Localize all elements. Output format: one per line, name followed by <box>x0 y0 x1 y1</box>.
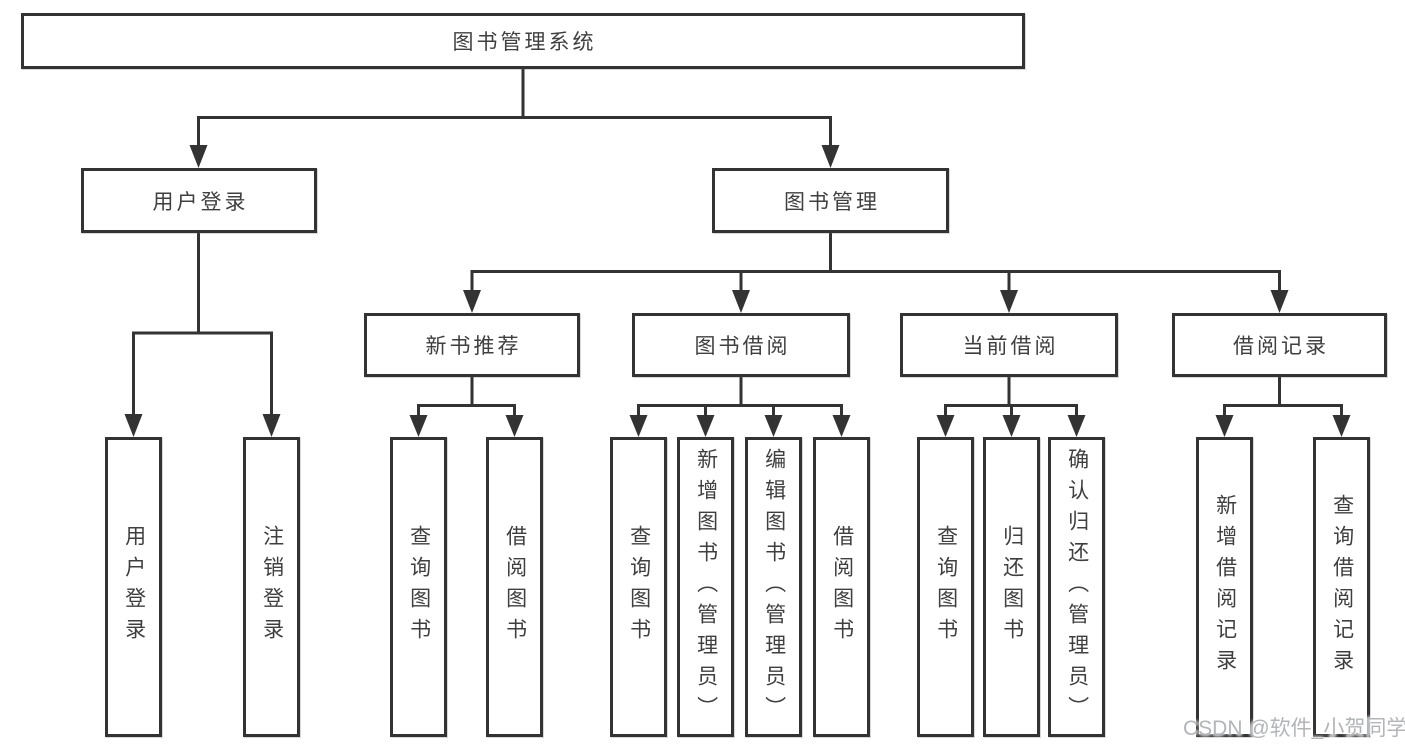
node-label: 新增借阅记录 <box>1213 494 1237 680</box>
node-bb-add-book-admin: 新增图书（管理员） <box>677 437 734 737</box>
node-cb-return-book: 归还图书 <box>983 437 1040 737</box>
connector-book-borrow-to-leaves <box>629 377 851 437</box>
node-cb-query-book: 查询图书 <box>917 437 974 737</box>
node-label: 查询图书 <box>934 525 958 649</box>
connector-current-borrow-to-leaves <box>936 377 1086 437</box>
node-bb-borrow-book: 借阅图书 <box>813 437 870 737</box>
connector-book-management-to-level3 <box>463 233 1289 313</box>
node-label: 借阅图书 <box>503 525 527 649</box>
node-bb-edit-book-admin: 编辑图书（管理员） <box>745 437 802 737</box>
connector-borrow-record-to-leaves <box>1215 377 1351 437</box>
node-ul-user-login: 用户登录 <box>105 437 162 737</box>
node-label: 确认归还（管理员） <box>1065 447 1089 727</box>
node-label: 查询图书 <box>627 525 651 649</box>
node-br-add-record: 新增借阅记录 <box>1196 437 1253 737</box>
node-user-login: 用户登录 <box>81 168 317 233</box>
node-label: 用户登录 <box>122 525 146 649</box>
node-label: 注销登录 <box>260 525 284 649</box>
node-borrow-record: 借阅记录 <box>1172 313 1387 377</box>
node-root: 图书管理系统 <box>21 13 1025 69</box>
node-current-borrow: 当前借阅 <box>900 313 1118 377</box>
node-bb-query-book: 查询图书 <box>610 437 667 737</box>
connector-user-login-to-leaves <box>124 233 281 437</box>
node-label: 新增图书（管理员） <box>694 447 718 727</box>
node-label: 归还图书 <box>1000 525 1024 649</box>
node-nb-borrow-book: 借阅图书 <box>486 437 543 737</box>
node-book-borrow: 图书借阅 <box>632 313 850 377</box>
node-nb-query-book: 查询图书 <box>390 437 447 737</box>
node-label: 编辑图书（管理员） <box>762 447 786 727</box>
node-label: 查询借阅记录 <box>1330 494 1354 680</box>
node-new-book-recommend: 新书推荐 <box>364 313 580 377</box>
node-cb-confirm-return-admin: 确认归还（管理员） <box>1048 437 1105 737</box>
connector-new-book-recommend-to-leaves <box>409 377 524 437</box>
node-book-management: 图书管理 <box>712 168 949 233</box>
node-label: 查询图书 <box>407 525 431 649</box>
node-br-query-record: 查询借阅记录 <box>1313 437 1370 737</box>
node-label: 借阅图书 <box>830 525 854 649</box>
node-ul-logout: 注销登录 <box>243 437 300 737</box>
connector-root-to-level2 <box>189 69 840 168</box>
csdn-watermark: CSDN @软件_小贺同学 <box>1183 717 1405 740</box>
